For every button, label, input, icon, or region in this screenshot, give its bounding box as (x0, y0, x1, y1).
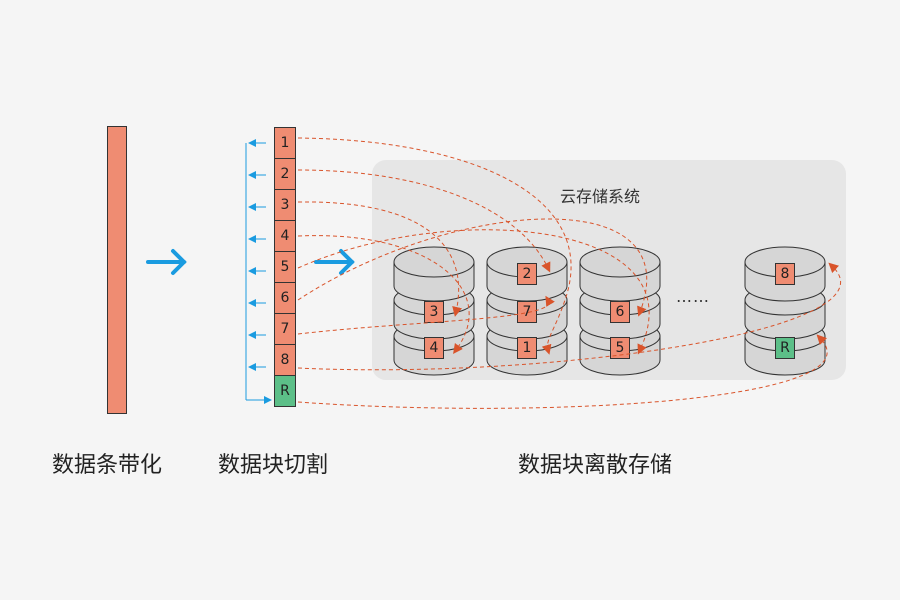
link-8 (297, 262, 841, 371)
caption-split: 数据块切割 (218, 453, 329, 478)
stored-block-4: 4 (424, 337, 444, 359)
block-parity: R (274, 375, 296, 407)
link-3 (297, 201, 462, 317)
link-r (297, 334, 828, 409)
data-stripe-bar (107, 126, 127, 414)
stored-block-2: 2 (517, 263, 537, 285)
stored-block-8: 8 (775, 263, 795, 285)
block-5: 5 (274, 251, 296, 283)
block-6: 6 (274, 282, 296, 314)
link-2 (297, 169, 551, 273)
ellipsis: …… (676, 287, 710, 306)
block-stack: 1 2 3 4 5 6 7 8 R (274, 127, 296, 407)
stored-block-3: 3 (424, 301, 444, 323)
cloud-title: 云存储系统 (560, 187, 641, 206)
disk-platter (579, 246, 661, 302)
arrow-right-icon (146, 249, 187, 275)
disk-platter (393, 246, 475, 302)
caption-striping: 数据条带化 (52, 453, 163, 478)
link-1 (297, 137, 572, 355)
link-7 (297, 295, 555, 335)
link-5 (297, 229, 650, 355)
link-4 (297, 235, 470, 355)
split-bracket (245, 139, 272, 404)
stored-block-1: 1 (517, 337, 537, 359)
stored-block-6: 6 (610, 301, 630, 323)
caption-scatter: 数据块离散存储 (518, 453, 673, 478)
arrow-right-icon (314, 249, 355, 275)
link-6 (297, 218, 648, 317)
stored-block-7: 7 (517, 301, 537, 323)
stored-block-r: R (775, 337, 795, 359)
stored-block-5: 5 (610, 337, 630, 359)
